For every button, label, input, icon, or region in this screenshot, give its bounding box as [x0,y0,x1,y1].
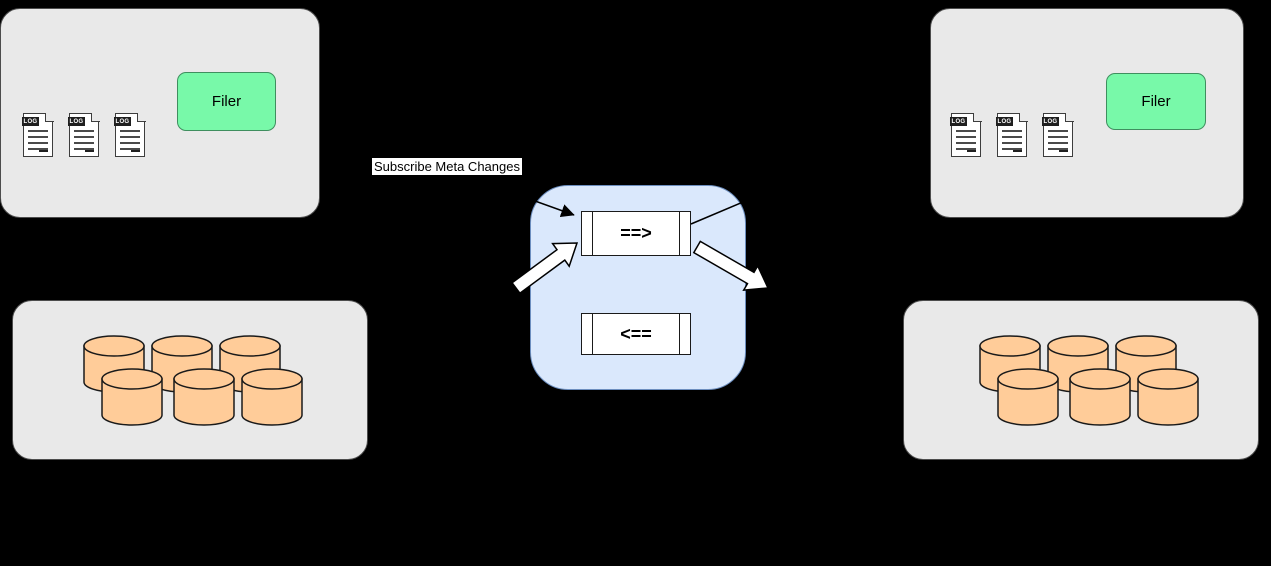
log-badge: LOG [949,117,968,126]
log-badge: LOG [995,117,1014,126]
database-cylinder [151,335,213,393]
log-badge: LOG [113,117,132,126]
page-fold-icon [1064,112,1074,122]
log-badge: LOG [1041,117,1060,126]
queue-strip [679,212,690,255]
database-cylinder [1137,368,1199,426]
queue-backward-label: <== [620,323,652,344]
volume-cluster-right [903,300,1259,460]
database-cylinder [101,368,163,426]
filer-node-label: Filer [211,93,242,110]
log-file-icon: LOG [21,112,54,157]
log-file-icon: LOG [995,112,1028,157]
message-queue-box: ==> <== [530,185,746,390]
page-fold-icon [136,112,146,122]
log-file-icon: LOG [113,112,146,157]
queue-forward: ==> [581,211,691,256]
subscribe-meta-changes-label: Subscribe Meta Changes [372,158,522,175]
log-file-icon: LOG [1041,112,1074,157]
queue-strip [582,314,593,354]
page-fold-icon [1018,112,1028,122]
log-file-icon: LOG [67,112,100,157]
log-badge: LOG [67,117,86,126]
filer-node-label: Filer [1141,93,1171,110]
page-fold-icon [90,112,100,122]
filer-cluster-right: LOG LOG LOG Filer [930,8,1244,218]
volume-cluster-left [12,300,368,460]
database-cylinder [241,368,303,426]
database-cylinder [173,368,235,426]
page-fold-icon [972,112,982,122]
queue-backward: <== [581,313,691,355]
page-fold-icon [44,112,54,122]
database-cylinder [997,368,1059,426]
database-cylinder [1069,368,1131,426]
filer-node: Filer [177,72,276,131]
volume-cylinders [83,335,303,426]
filer-cluster-left: LOG LOG LOG Filer [0,8,320,218]
log-file-icon: LOG [949,112,982,157]
filer-node: Filer [1106,73,1206,130]
queue-strip [679,314,690,354]
queue-forward-label: ==> [620,223,652,243]
volume-cylinders [979,335,1199,426]
log-badge: LOG [21,117,40,126]
queue-strip [582,212,593,255]
